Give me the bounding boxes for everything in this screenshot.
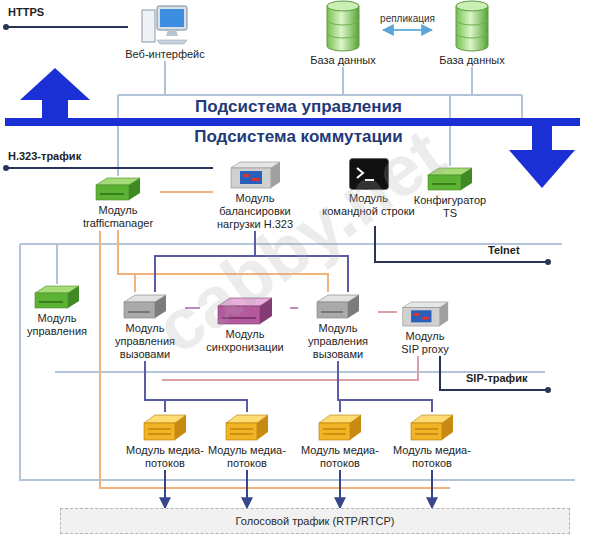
h323-line [6, 167, 213, 169]
module-node: Модуль медиа-потоков [207, 412, 287, 470]
icon-shape [35, 286, 79, 308]
connector [339, 470, 341, 508]
module-icon [315, 292, 361, 320]
module-icon [409, 412, 455, 442]
node-label: Модуль trafficmanager [76, 204, 160, 230]
module-node: Веб-интерфейс [115, 2, 215, 61]
connector [338, 361, 432, 412]
connector [145, 361, 247, 412]
node-label: Модуль медиа-потоков [300, 444, 380, 470]
module-node: Модуль управления [17, 284, 97, 338]
connector [118, 230, 135, 292]
module-icon [94, 176, 142, 202]
module-node: Модуль медиа-потоков [300, 412, 380, 470]
connector [164, 470, 166, 508]
module-node: Модуль медиа-потоков [392, 412, 472, 470]
module-node: Модуль SIP proxy [397, 300, 453, 356]
icon-shape [231, 162, 280, 188]
connector [378, 311, 397, 313]
module-icon [317, 412, 363, 442]
icon-shape [317, 295, 359, 318]
line-dot [545, 387, 551, 393]
connector [246, 470, 248, 508]
module-icon [142, 412, 188, 442]
module-node: Модуль управления вызовами [298, 292, 378, 361]
node-label: Модуль медиа-потоков [392, 444, 472, 470]
icon-shape [144, 415, 186, 440]
node-label: Веб-интерфейс [115, 48, 215, 61]
io-label: H.323-трафик [8, 150, 81, 162]
telnet-line [375, 226, 548, 262]
module-icon [33, 284, 81, 310]
line-dot [3, 165, 9, 171]
io-label: HTTPS [8, 6, 44, 18]
edge-label: репликация [358, 13, 458, 24]
https-line [6, 26, 128, 28]
io-label: Telnet [488, 244, 520, 256]
node-label: Модуль управления вызовами [298, 322, 378, 361]
module-icon [400, 300, 450, 328]
traffic-band: Голосовой трафик (RTP/RTCP) [60, 508, 570, 534]
icon-shape [96, 178, 140, 200]
sip-line [440, 356, 548, 390]
connector [383, 29, 432, 31]
icon-shape [226, 415, 268, 440]
module-icon [141, 2, 189, 46]
node-label: База данных [303, 54, 383, 67]
connector [145, 361, 165, 412]
icon-shape [456, 1, 488, 51]
icon-shape [411, 415, 453, 440]
subsystem-label: Подсистема коммутации [0, 127, 597, 147]
icon-shape [142, 6, 187, 44]
node-label: Модуль медиа-потоков [125, 444, 205, 470]
icon-shape [319, 415, 361, 440]
module-icon [224, 412, 270, 442]
connector [160, 191, 213, 193]
node-label: Голосовой трафик (RTP/RTCP) [61, 509, 569, 533]
line-dot [3, 24, 9, 30]
module-icon [454, 0, 490, 52]
subsystem-divider [5, 118, 580, 126]
module-node: База данных [432, 0, 512, 67]
node-label: Модуль SIP proxy [397, 330, 453, 356]
icon-shape [327, 1, 359, 51]
icon-shape [403, 302, 448, 326]
node-label: Модуль медиа-потоков [207, 444, 287, 470]
module-icon [325, 0, 361, 52]
node-label: Модуль управления [17, 312, 97, 338]
up-arrow [20, 68, 90, 122]
node-label: База данных [432, 54, 512, 67]
line-dot [545, 259, 551, 265]
connector [290, 307, 298, 309]
io-label: SIP-трафик [466, 372, 528, 384]
module-icon [228, 160, 282, 190]
subsystem-label: Подсистема управления [0, 97, 597, 117]
module-node: Модуль trafficmanager [76, 176, 160, 230]
module-node: Модуль медиа-потоков [125, 412, 205, 470]
module-node: База данных [303, 0, 383, 67]
connector [431, 470, 433, 508]
down-arrow [509, 122, 575, 188]
